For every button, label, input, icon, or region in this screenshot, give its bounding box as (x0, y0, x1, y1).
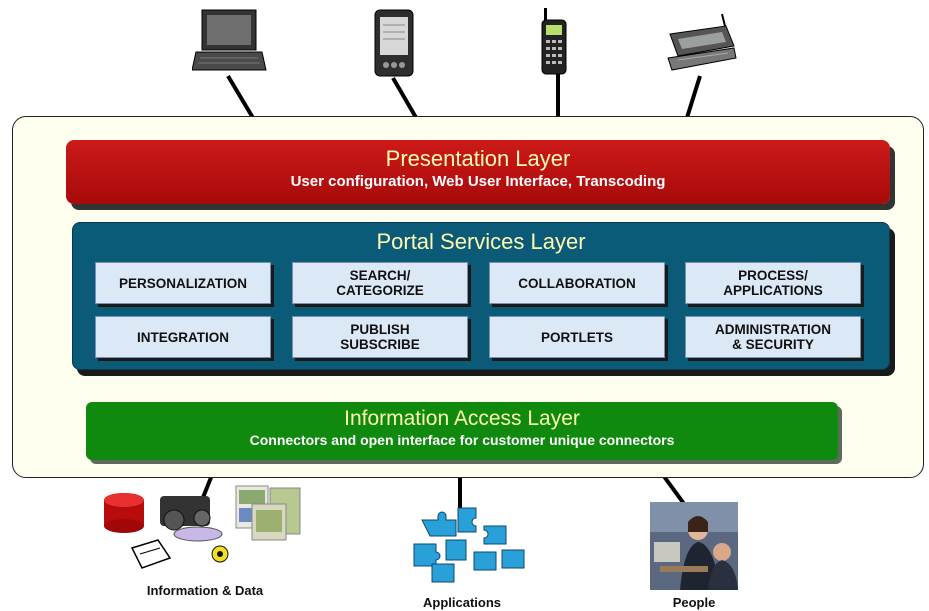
presentation-layer-title: Presentation Layer (385, 146, 571, 171)
service-portlets: PORTLETS (489, 316, 665, 358)
service-integration: INTEGRATION (95, 316, 271, 358)
service-search-categorize: SEARCH/ CATEGORIZE (292, 262, 468, 304)
mobile-phone-icon (541, 8, 567, 75)
applications-icon (413, 507, 525, 583)
portal-services-layer-title: Portal Services Layer (376, 229, 586, 254)
service-administration-security: ADMINISTRATION & SECURITY (685, 316, 861, 358)
information-access-layer-subtitle: Connectors and open interface for custom… (249, 432, 675, 448)
service-publish-subscribe: PUBLISH SUBSCRIBE (292, 316, 468, 358)
presentation-layer-subtitle: User configuration, Web User Interface, … (290, 173, 666, 190)
pda-icon (374, 9, 414, 77)
information-access-layer: Information Access Layer Connectors and … (86, 402, 838, 460)
people-label: People (672, 595, 716, 610)
service-personalization: PERSONALIZATION (95, 262, 271, 304)
people-photo (650, 502, 738, 590)
service-collaboration: COLLABORATION (489, 262, 665, 304)
information-access-layer-title: Information Access Layer (344, 407, 580, 430)
service-process-applications: PROCESS/ APPLICATIONS (685, 262, 861, 304)
information-data-icon (104, 485, 301, 569)
laptop-icon (192, 9, 267, 71)
information-data-label: Information & Data (146, 583, 264, 598)
presentation-layer: Presentation Layer User configuration, W… (66, 140, 890, 204)
communicator-icon (667, 13, 737, 71)
applications-label: Applications (422, 595, 501, 610)
